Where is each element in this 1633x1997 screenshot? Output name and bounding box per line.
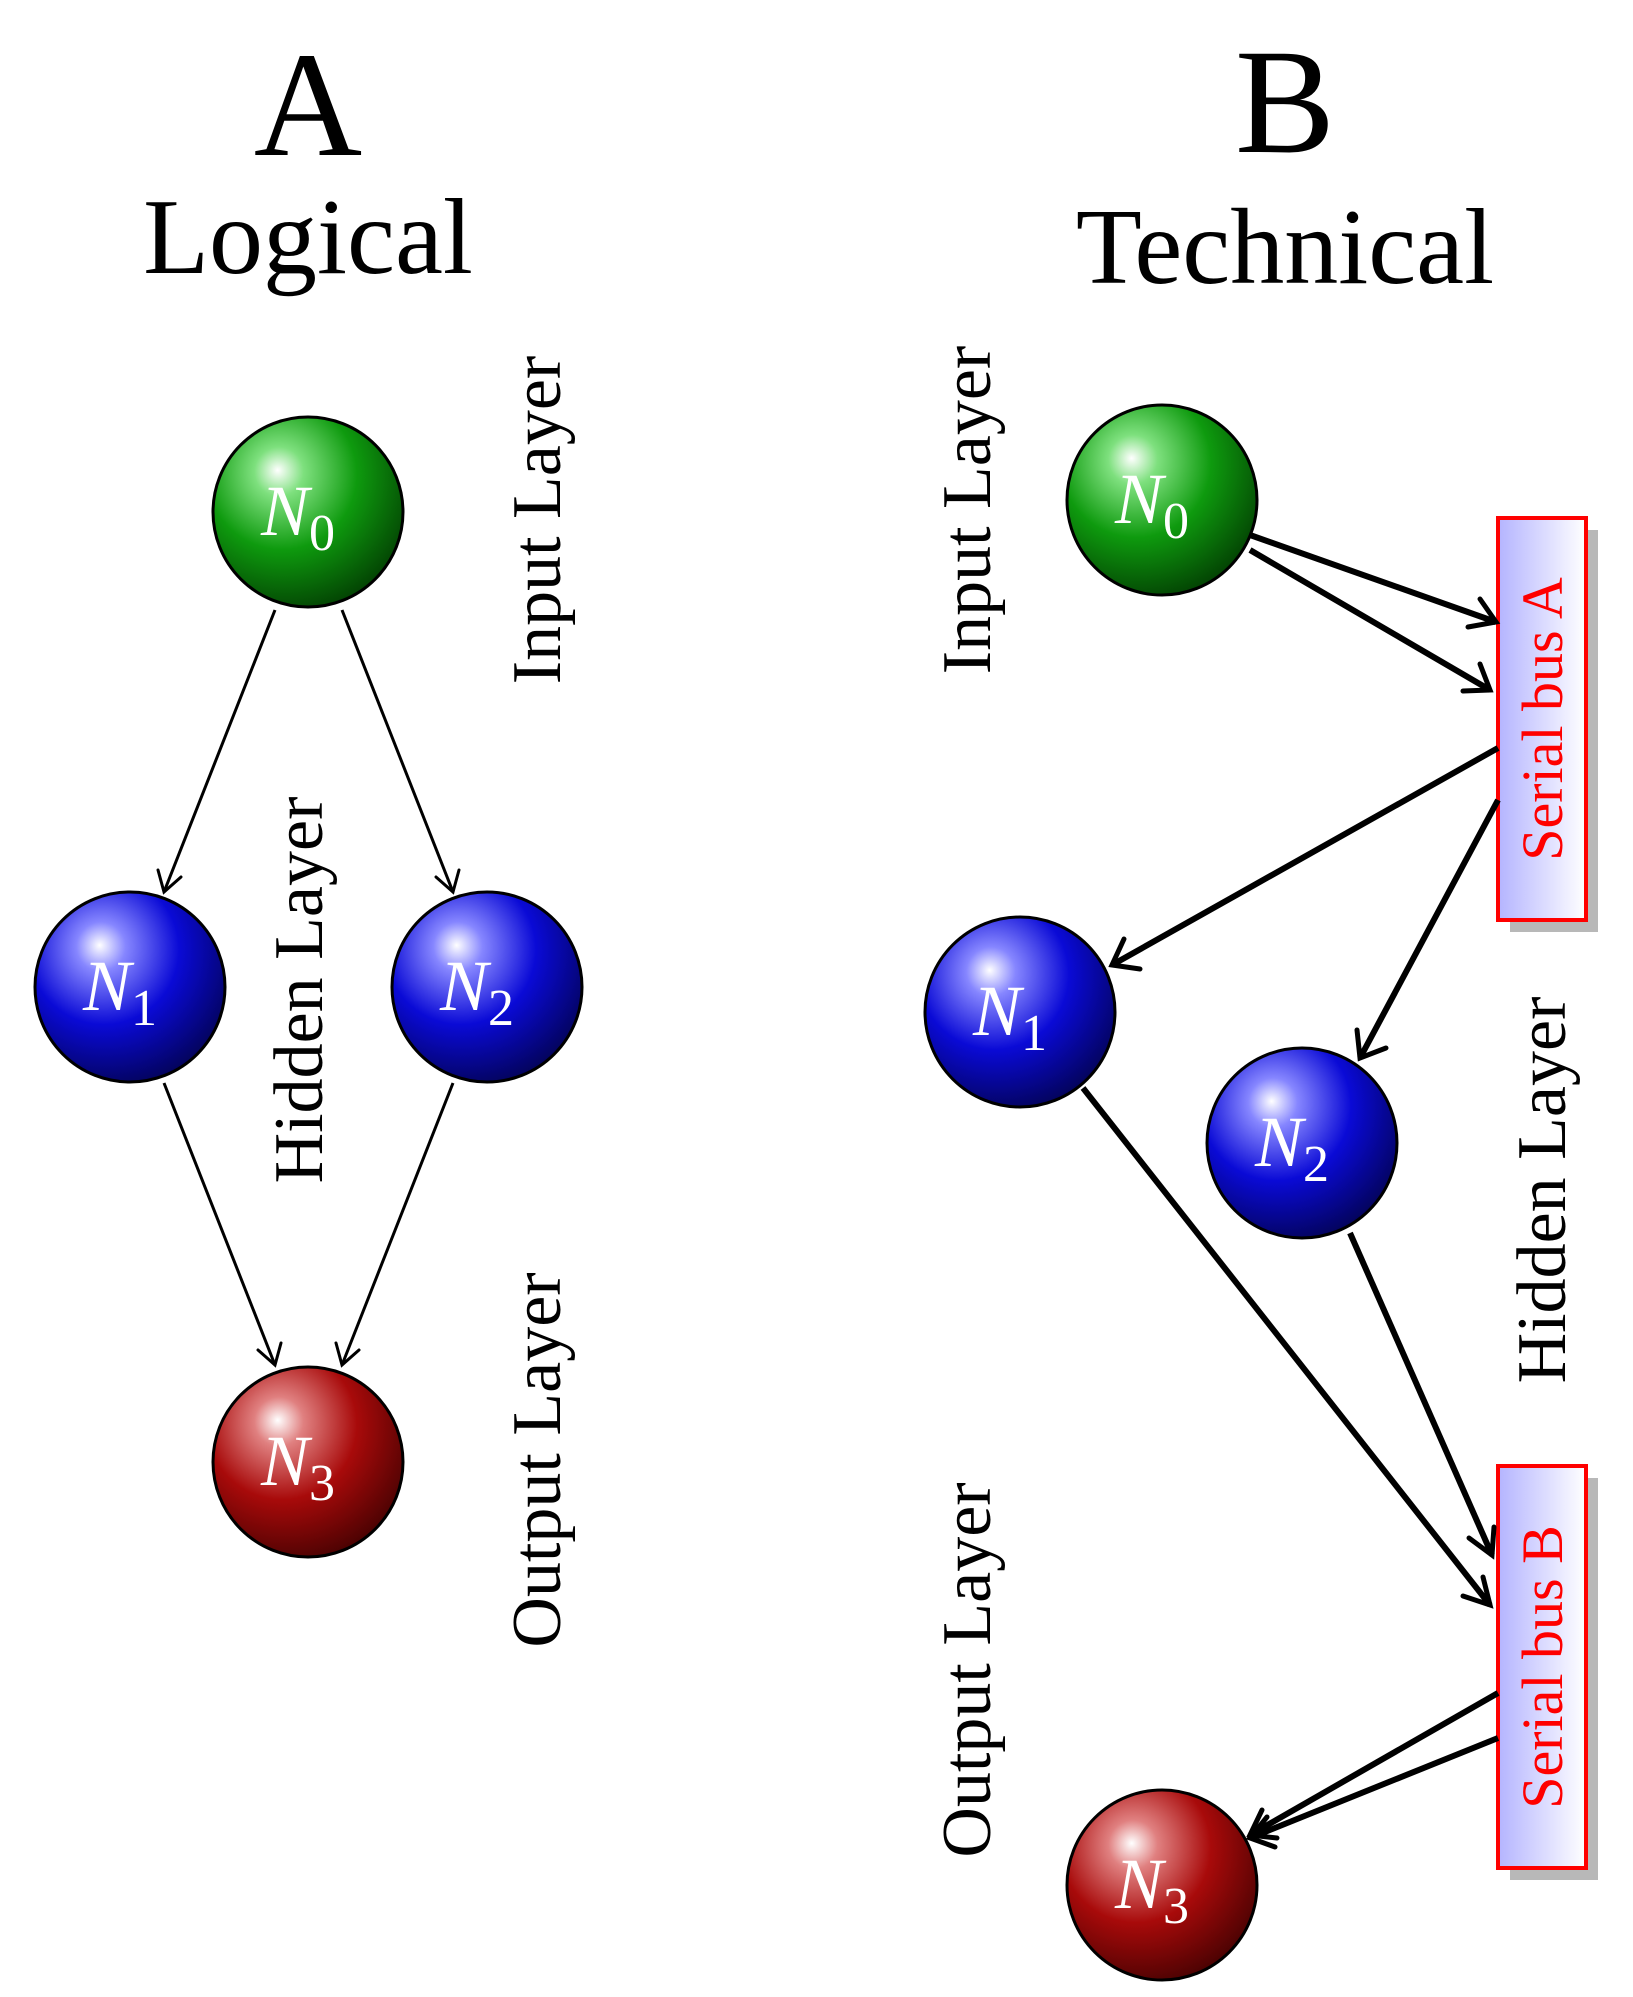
arrowhead bbox=[1460, 661, 1494, 694]
edge-a-n1-n3 bbox=[162, 1082, 277, 1366]
panel-b-output-layer-label: Output Layer bbox=[929, 1482, 1006, 1857]
panel-a-title: Logical bbox=[143, 178, 473, 297]
edge-b-n2-bus-b bbox=[1347, 1231, 1495, 1557]
bus-a-label: Serial bus A bbox=[1510, 577, 1575, 861]
panel-a-letter: A bbox=[254, 22, 362, 188]
serial-bus-b: Serial bus B bbox=[1496, 1464, 1598, 1880]
arrowhead bbox=[1354, 1027, 1389, 1062]
panel-b-hidden-layer-label: Hidden Layer bbox=[1504, 997, 1581, 1384]
sphere bbox=[33, 890, 227, 1084]
arrowhead bbox=[256, 1341, 283, 1368]
panel-a-node-n1: N1 bbox=[33, 890, 227, 1084]
node-label: N1 bbox=[972, 971, 1047, 1062]
arrowhead bbox=[1460, 1574, 1494, 1609]
edge-a-n0-n1 bbox=[162, 609, 277, 893]
edge-b-n0-bus-a bbox=[1248, 532, 1498, 625]
bus-box bbox=[1496, 1464, 1588, 1870]
serial-bus-a: Serial bus A bbox=[1496, 516, 1598, 932]
arrowhead bbox=[1465, 596, 1501, 630]
panel-b: B Technical Input Layer Hidden Layer Out… bbox=[923, 19, 1598, 1982]
panel-b-node-n0: N0 bbox=[1065, 403, 1259, 597]
edge-b-n1-bus-b bbox=[1080, 1086, 1493, 1607]
edge-b-bus-a-n1 bbox=[1110, 745, 1500, 968]
panel-a-node-n3: N3 bbox=[211, 1365, 405, 1559]
arrowhead bbox=[156, 868, 183, 895]
arrowhead bbox=[334, 1341, 361, 1368]
panel-a: A Logical Input Layer Hidden Layer Outpu… bbox=[33, 22, 584, 1648]
sphere bbox=[1065, 403, 1259, 597]
panel-b-node-n2: N2 bbox=[1205, 1046, 1399, 1240]
arrowhead bbox=[1108, 936, 1143, 972]
node-label: N3 bbox=[260, 1421, 335, 1512]
edge-a-n2-n3 bbox=[340, 1082, 455, 1366]
sphere bbox=[923, 915, 1117, 1109]
panel-a-node-n2: N2 bbox=[390, 890, 584, 1084]
node-label: N3 bbox=[1114, 1844, 1189, 1935]
edge-b-bus-b-n3 bbox=[1248, 1735, 1500, 1841]
node-label: N2 bbox=[439, 946, 514, 1037]
edge-a-n0-n2 bbox=[340, 609, 455, 893]
panel-b-input-layer-label: Input Layer bbox=[929, 346, 1006, 674]
bus-b-label: Serial bus B bbox=[1510, 1525, 1575, 1809]
edge-b-n0-bus-a bbox=[1248, 547, 1492, 693]
arrowhead bbox=[434, 868, 461, 895]
bus-box bbox=[1496, 516, 1588, 922]
sphere bbox=[211, 1365, 405, 1559]
panel-a-hidden-layer-label: Hidden Layer bbox=[261, 797, 338, 1184]
panel-a-node-n0: N0 bbox=[211, 415, 405, 609]
sphere bbox=[1065, 1788, 1259, 1982]
node-label: N0 bbox=[1114, 459, 1189, 550]
panel-b-letter: B bbox=[1235, 19, 1335, 185]
panel-a-output-layer-label: Output Layer bbox=[499, 1272, 576, 1647]
edge-b-bus-b-n3 bbox=[1248, 1690, 1500, 1838]
node-label: N1 bbox=[82, 946, 157, 1037]
edge-b-bus-a-n2 bbox=[1357, 798, 1501, 1060]
arrowhead bbox=[1466, 1524, 1497, 1560]
sphere bbox=[390, 890, 584, 1084]
panel-b-node-n3: N3 bbox=[1065, 1788, 1259, 1982]
arrowhead bbox=[1245, 1814, 1278, 1850]
panel-a-input-layer-label: Input Layer bbox=[499, 356, 576, 684]
node-label: N2 bbox=[1254, 1102, 1329, 1193]
sphere bbox=[1205, 1046, 1399, 1240]
node-label: N0 bbox=[260, 471, 335, 562]
panel-b-title: Technical bbox=[1076, 188, 1494, 307]
sphere bbox=[211, 415, 405, 609]
panel-b-node-n1: N1 bbox=[923, 915, 1117, 1109]
